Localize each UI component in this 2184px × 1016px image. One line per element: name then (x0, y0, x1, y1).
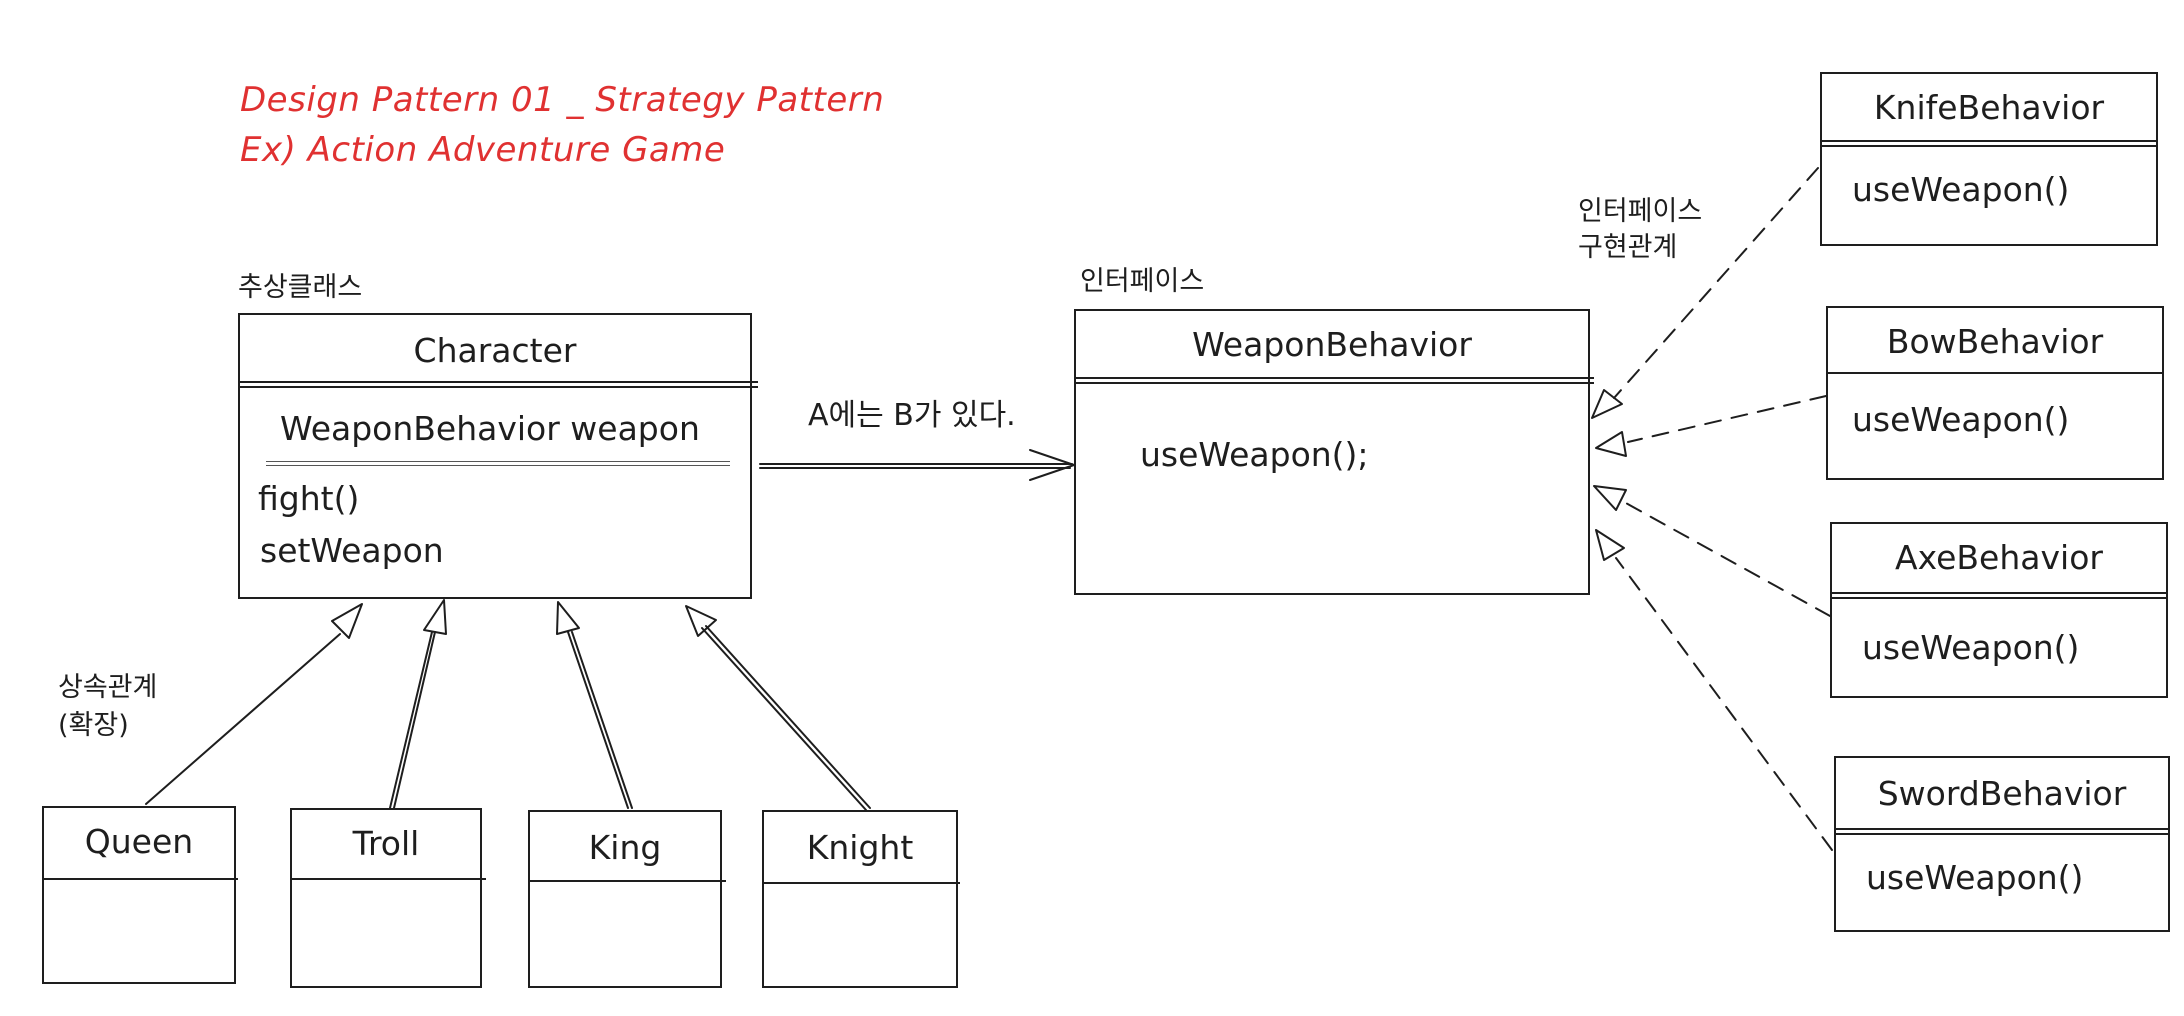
diagram-title-line2: Ex) Action Adventure Game (240, 130, 726, 170)
sword-behavior-box: SwordBehavior useWeapon() (1834, 756, 2170, 932)
behavior-name: KnifeBehavior (1873, 88, 2105, 127)
abstract-class-label: 추상클래스 (238, 272, 363, 303)
subclass-divider (529, 880, 726, 882)
behavior-divider (1835, 828, 2169, 835)
character-class-box: Character WeaponBehavior weapon fight() … (238, 313, 758, 599)
implements-label-line1: 인터페이스 (1578, 196, 1703, 227)
implements-arrow-axe (1593, 485, 1831, 617)
queen-class-box: Queen (42, 806, 238, 984)
weapon-behavior-name: WeaponBehavior (1192, 325, 1472, 364)
has-a-label: A에는 B가 있다. (808, 398, 1016, 433)
interface-name-divider (1075, 377, 1594, 384)
behavior-method: useWeapon() (1866, 858, 2084, 897)
weapon-behavior-method: useWeapon(); (1140, 435, 1369, 474)
behavior-divider (1827, 372, 2163, 374)
inheritance-arrow-troll (389, 599, 447, 809)
subclass-name: King (588, 828, 662, 867)
subclass-divider (291, 878, 486, 880)
inherits-label-line1: 상속관계 (58, 672, 158, 703)
behavior-divider (1831, 592, 2167, 599)
inheritance-arrow-knight (685, 605, 871, 811)
implements-label-line2: 구현관계 (1578, 232, 1678, 263)
class-name-divider (239, 381, 758, 388)
weapon-behavior-interface-box: WeaponBehavior useWeapon(); (1074, 309, 1594, 595)
inheritance-arrow-queen (145, 603, 363, 805)
implements-arrow-sword (1595, 529, 1833, 851)
behavior-method: useWeapon() (1852, 170, 2070, 209)
subclass-divider (43, 878, 238, 880)
behavior-name: BowBehavior (1886, 322, 2104, 361)
has-a-arrow (759, 449, 1075, 481)
inherits-label-line2: (확장) (58, 710, 129, 741)
behavior-method: useWeapon() (1862, 628, 2080, 667)
diagram-title-line1: Design Pattern 01 _ Strategy Pattern (240, 80, 885, 120)
character-method-fight: fight() (258, 479, 360, 518)
implements-arrow-knife (1591, 167, 1819, 419)
subclass-name: Knight (806, 828, 914, 867)
subclass-name: Queen (84, 822, 194, 861)
character-class-name: Character (413, 331, 577, 370)
knight-class-box: Knight (762, 810, 960, 988)
subclass-divider (763, 882, 960, 884)
character-method-setweapon: setWeapon (260, 531, 444, 570)
knife-behavior-box: KnifeBehavior useWeapon() (1820, 72, 2158, 246)
interface-label: 인터페이스 (1080, 266, 1205, 297)
troll-class-box: Troll (290, 808, 486, 988)
inheritance-arrow-king (556, 601, 633, 809)
bow-behavior-box: BowBehavior useWeapon() (1826, 306, 2164, 480)
behavior-divider (1821, 140, 2157, 147)
behavior-name: AxeBehavior (1895, 538, 2103, 577)
field-divider (266, 461, 730, 466)
axe-behavior-box: AxeBehavior useWeapon() (1830, 522, 2168, 698)
behavior-method: useWeapon() (1852, 400, 2070, 439)
implements-arrow-bow (1595, 395, 1827, 457)
king-class-box: King (528, 810, 726, 988)
subclass-name: Troll (352, 824, 420, 863)
character-field: WeaponBehavior weapon (280, 409, 700, 448)
behavior-name: SwordBehavior (1877, 774, 2127, 813)
